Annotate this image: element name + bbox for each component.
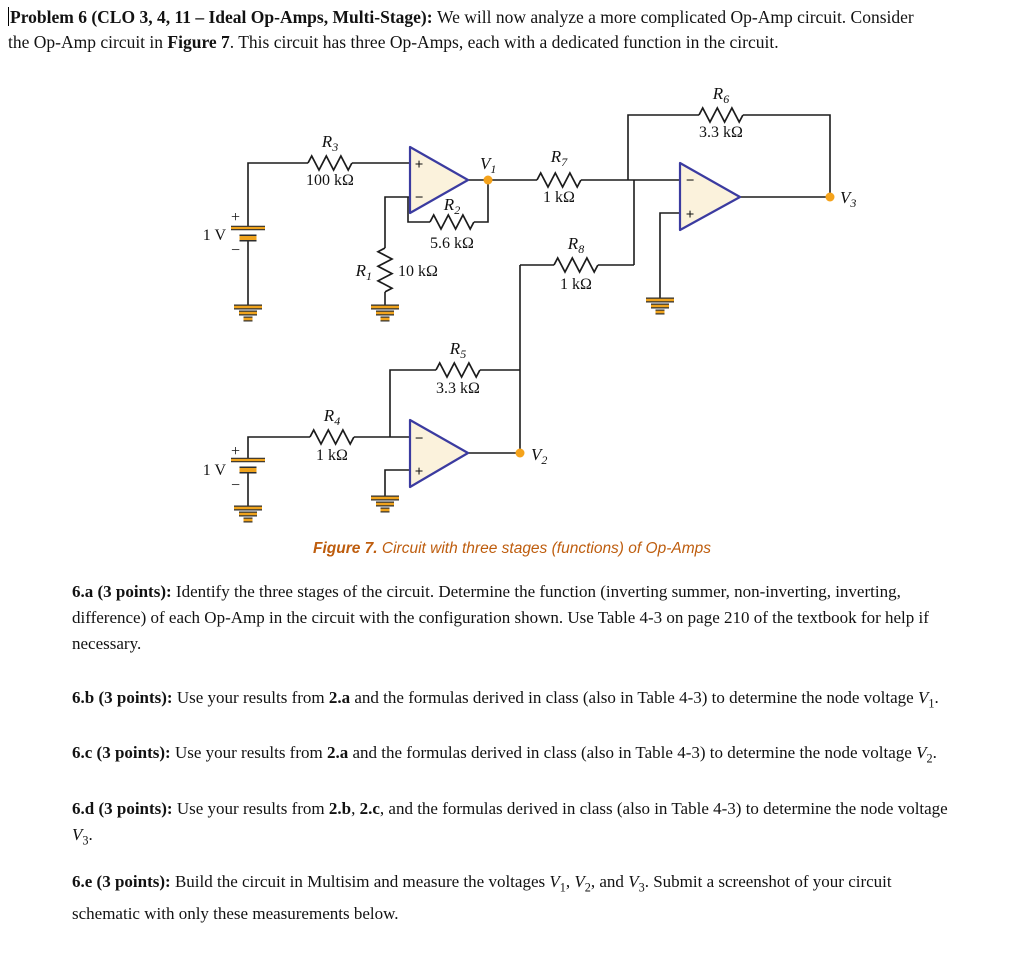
label-r7: R7	[550, 147, 568, 169]
opamp-1: + −	[408, 145, 470, 215]
node-v2: V2	[515, 445, 547, 467]
resistor-r4: R4 1 kΩ	[309, 406, 355, 464]
voltage-source-top: + 1 V −	[203, 209, 265, 259]
resistor-r5: R5 3.3 kΩ	[435, 339, 481, 397]
value-r7: 1 kΩ	[543, 189, 575, 206]
ground-symbol-opamp3	[646, 297, 674, 315]
source-top-value: 1 V	[203, 227, 227, 244]
label-r6: R6	[712, 85, 729, 106]
value-r6: 3.3 kΩ	[699, 124, 743, 141]
question-6d: 6.d (3 points): Use your results from 2.…	[72, 798, 948, 848]
question-6b: 6.b (3 points): Use your results from 2.…	[72, 688, 939, 711]
ground-symbol-source-bottom	[234, 505, 262, 523]
question-6c: 6.c (3 points): Use your results from 2.…	[72, 743, 937, 766]
value-r3: 100 kΩ	[306, 172, 354, 189]
label-r8: R8	[567, 234, 584, 256]
resistor-r7: R7 1 kΩ	[536, 147, 582, 206]
value-r4: 1 kΩ	[316, 447, 348, 464]
label-r2: R2	[443, 195, 460, 217]
question-6e: 6.e (3 points): Build the circuit in Mul…	[72, 872, 892, 923]
value-r8: 1 kΩ	[560, 276, 592, 293]
cursor-artifact	[8, 7, 9, 26]
opamp1-plus-sign: +	[415, 157, 424, 173]
circuit-schematic: R3 100 kΩ R7 1 kΩ R6 3.3 kΩ R2 5.6 kΩ R1	[203, 84, 856, 523]
label-v2: V2	[531, 445, 547, 467]
problem-statement: Problem 6 (CLO 3, 4, 11 – Ideal Op-Amps,…	[8, 5, 936, 55]
source-top-minus: −	[231, 242, 240, 259]
node-v3: V3	[825, 188, 856, 210]
source-bottom-value: 1 V	[203, 462, 227, 479]
opamp2-plus-sign: +	[415, 464, 424, 480]
circuit-figure: R3 100 kΩ R7 1 kΩ R6 3.3 kΩ R2 5.6 kΩ R1	[0, 84, 1024, 550]
source-bottom-plus: +	[231, 443, 240, 460]
opamp2-minus-sign: −	[415, 431, 424, 447]
opamp1-minus-sign: −	[415, 190, 424, 206]
question-6a: 6.a (3 points): Identify the three stage…	[72, 582, 929, 653]
value-r2: 5.6 kΩ	[430, 235, 474, 252]
resistor-r8: R8 1 kΩ	[553, 234, 599, 293]
ground-symbol-opamp2	[371, 495, 399, 513]
label-v3: V3	[840, 188, 856, 210]
question-list: 6.a (3 points): Identify the three stage…	[72, 579, 952, 927]
label-r5: R5	[449, 339, 466, 361]
resistor-r2: R2 5.6 kΩ	[429, 195, 475, 252]
source-top-plus: +	[231, 209, 240, 226]
label-v1: V1	[480, 154, 496, 176]
resistor-r3: R3 100 kΩ	[306, 132, 354, 189]
value-r1: 10 kΩ	[398, 263, 438, 280]
label-r4: R4	[323, 406, 340, 428]
resistor-r6: R6 3.3 kΩ	[698, 84, 744, 141]
source-bottom-minus: −	[231, 477, 240, 494]
problem-statement-text: Problem 6 (CLO 3, 4, 11 – Ideal Op-Amps,…	[8, 7, 914, 52]
voltage-source-bottom: + 1 V −	[203, 443, 265, 494]
figure-caption: Figure 7. Circuit with three stages (fun…	[313, 540, 711, 557]
ground-symbol-r1	[371, 304, 399, 322]
circuit-wires	[247, 114, 831, 508]
resistor-r1: R1 10 kΩ	[355, 247, 438, 293]
label-r1: R1	[355, 261, 372, 283]
opamp3-minus-sign: −	[686, 173, 695, 189]
opamp3-plus-sign: +	[686, 207, 695, 223]
label-r3: R3	[321, 132, 338, 154]
value-r5: 3.3 kΩ	[436, 380, 480, 397]
opamp-3: − +	[678, 161, 742, 232]
node-v1: V1	[480, 154, 496, 185]
ground-symbol-source-top	[234, 304, 262, 322]
opamp-2: − +	[408, 418, 470, 489]
